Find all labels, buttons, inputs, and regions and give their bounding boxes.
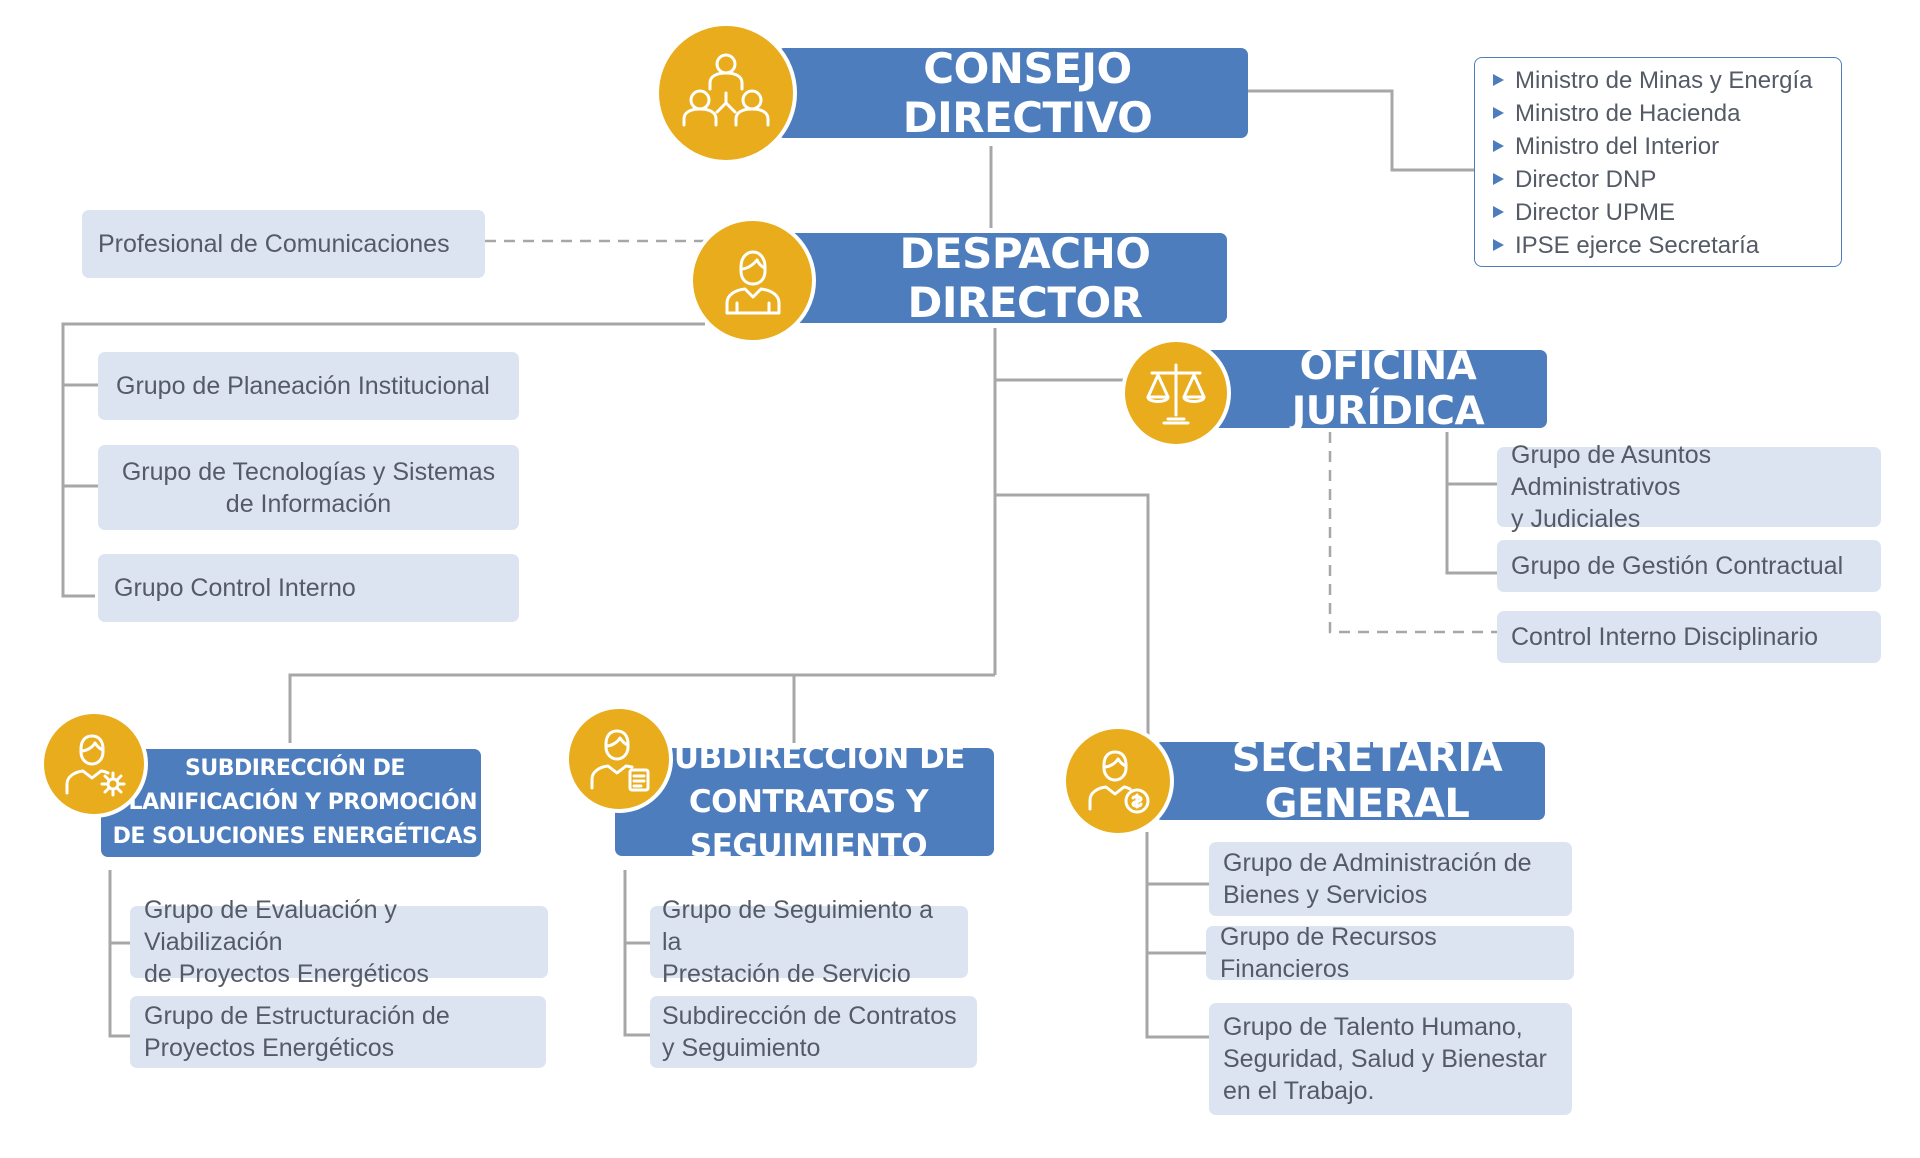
secretaria-general-header: SECRETARÍA GENERAL: [1155, 735, 1545, 827]
secretaria-group-box: Grupo de Recursos Financieros: [1206, 923, 1574, 983]
control-disciplinario-box: Control Interno Disciplinario: [1497, 611, 1881, 663]
planificacion-header: SUBDIRECCIÓN DE PLANIFICACIÓN Y PROMOCIÓ…: [101, 749, 481, 857]
group-people-icon: [655, 22, 797, 164]
triangle-bullet-icon: [1493, 107, 1504, 119]
secretaria-group-box: Grupo de Talento Humano, Seguridad, Salu…: [1209, 1003, 1572, 1115]
consejo-directivo-title: CONSEJO DIRECTIVO: [902, 44, 1153, 142]
contratos-title: SUBDIRECCIÓN DE CONTRATOS Y SEGUIMIENTO: [652, 740, 965, 864]
secretaria-group-label: Grupo de Administración de Bienes y Serv…: [1223, 849, 1532, 909]
triangle-bullet-icon: [1493, 140, 1504, 152]
despacho-group-box: Grupo Control Interno: [98, 554, 519, 622]
planificacion-group-label: Grupo de Estructuración de Proyectos Ene…: [144, 1002, 450, 1062]
planificacion-group-box: Grupo de Evaluación y Viabilización de P…: [130, 896, 548, 988]
member-label: Ministro de Minas y Energía: [1515, 67, 1813, 94]
consejo-directivo-header: CONSEJO DIRECTIVO: [777, 44, 1248, 142]
member-label: Director UPME: [1515, 199, 1676, 226]
triangle-bullet-icon: [1493, 239, 1504, 251]
person-icon: [689, 217, 816, 344]
member-label: Ministro de Hacienda: [1515, 100, 1741, 127]
despacho-group-label: Grupo de Planeación Institucional: [116, 372, 490, 400]
secretaria-group-label: Grupo de Recursos Financieros: [1220, 923, 1437, 983]
member-item: IPSE ejerce Secretaría: [1493, 229, 1841, 262]
comunicaciones-box: Profesional de Comunicaciones: [82, 210, 485, 278]
comunicaciones-label: Profesional de Comunicaciones: [98, 230, 450, 258]
member-label: IPSE ejerce Secretaría: [1515, 232, 1760, 259]
juridica-group-box: Grupo de Asuntos Administrativos y Judic…: [1497, 441, 1881, 533]
juridica-group-box: Grupo de Gestión Contractual: [1497, 540, 1881, 592]
member-item: Ministro del Interior: [1493, 130, 1841, 163]
person-coins-icon: [1062, 725, 1174, 837]
despacho-group-box: Grupo de Planeación Institucional: [98, 352, 519, 420]
juridica-group-label: Grupo de Gestión Contractual: [1511, 552, 1844, 580]
member-label: Director DNP: [1515, 166, 1657, 193]
consejo-members-box: Ministro de Minas y Energía Ministro de …: [1474, 57, 1842, 267]
member-item: Director DNP: [1493, 163, 1841, 196]
oficina-juridica-header: OFICINA JURÍDICA: [1195, 344, 1547, 434]
scales-icon: [1121, 338, 1231, 448]
contratos-group-box: Grupo de Seguimiento a la Prestación de …: [650, 896, 968, 988]
person-document-icon: [565, 705, 673, 813]
member-item: Director UPME: [1493, 196, 1841, 229]
despacho-group-box: Grupo de Tecnologías y Sistemas de Infor…: [98, 445, 519, 530]
secretaria-general-title: SECRETARÍA GENERAL: [1231, 735, 1503, 827]
despacho-group-label: Grupo de Tecnologías y Sistemas de Infor…: [121, 457, 496, 518]
oficina-juridica-title: OFICINA JURÍDICA: [1291, 344, 1485, 434]
triangle-bullet-icon: [1493, 74, 1504, 86]
juridica-group-label: Grupo de Asuntos Administrativos y Judic…: [1511, 441, 1712, 533]
triangle-bullet-icon: [1493, 206, 1504, 218]
secretaria-group-box: Grupo de Administración de Bienes y Serv…: [1209, 842, 1572, 916]
planificacion-title: SUBDIRECCIÓN DE PLANIFICACIÓN Y PROMOCIÓ…: [112, 756, 478, 849]
contratos-group-label: Subdirección de Contratos y Seguimiento: [662, 1002, 957, 1062]
person-gear-icon: [40, 710, 148, 818]
contratos-header: SUBDIRECCIÓN DE CONTRATOS Y SEGUIMIENTO: [615, 740, 994, 864]
planificacion-group-label: Grupo de Evaluación y Viabilización de P…: [144, 896, 429, 988]
contratos-group-box: Subdirección de Contratos y Seguimiento: [650, 996, 977, 1068]
despacho-group-label: Grupo Control Interno: [114, 574, 356, 602]
triangle-bullet-icon: [1493, 173, 1504, 185]
member-label: Ministro del Interior: [1515, 133, 1720, 160]
contratos-group-label: Grupo de Seguimiento a la Prestación de …: [662, 896, 934, 988]
despacho-director-title: DESPACHO DIRECTOR: [899, 229, 1151, 327]
member-item: Ministro de Hacienda: [1493, 97, 1841, 130]
control-disciplinario-label: Control Interno Disciplinario: [1511, 623, 1819, 651]
planificacion-group-box: Grupo de Estructuración de Proyectos Ene…: [130, 996, 546, 1068]
member-item: Ministro de Minas y Energía: [1493, 64, 1841, 97]
secretaria-group-label: Grupo de Talento Humano, Seguridad, Salu…: [1223, 1013, 1547, 1105]
despacho-director-header: DESPACHO DIRECTOR: [773, 229, 1227, 327]
